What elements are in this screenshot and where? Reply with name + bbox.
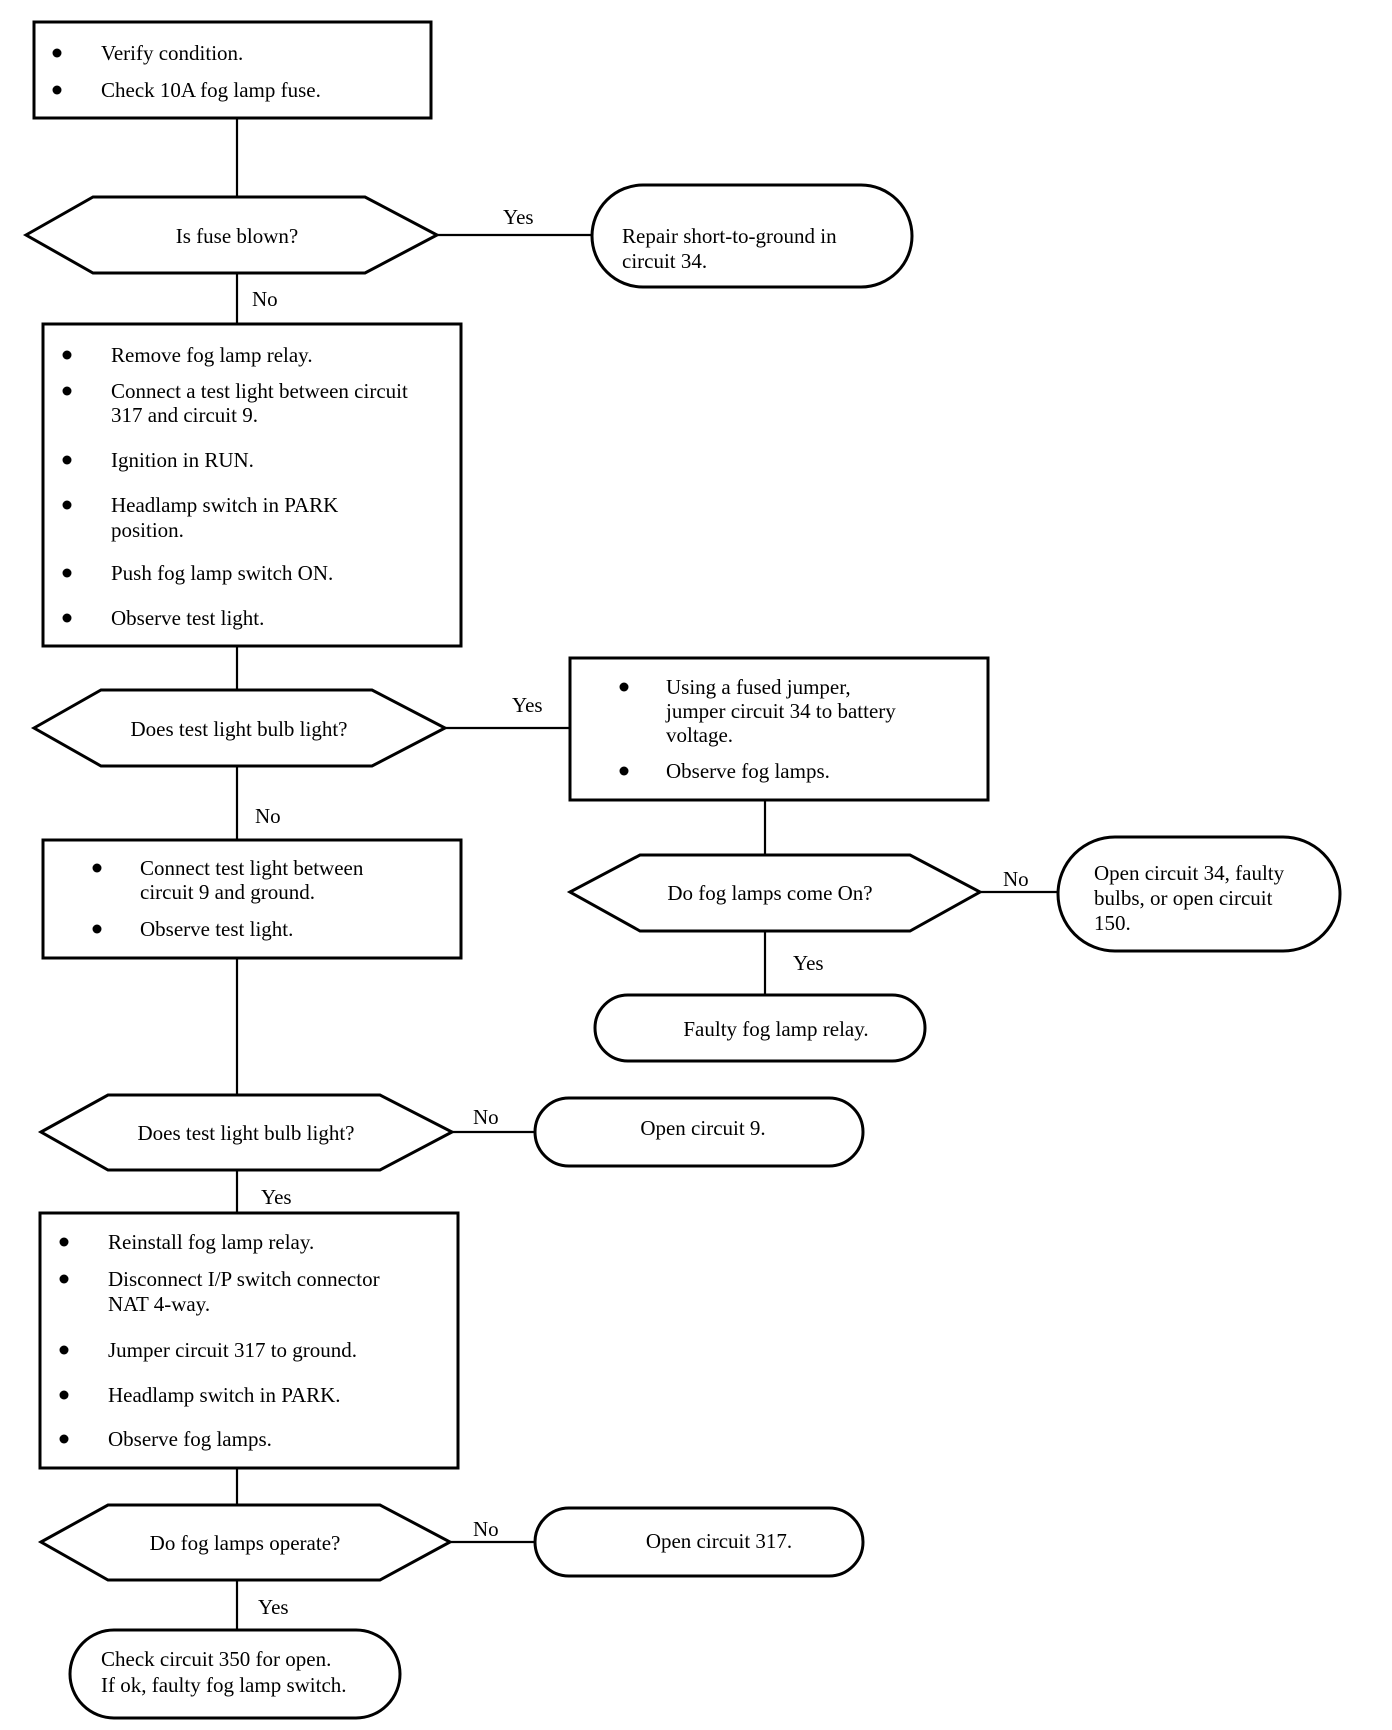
yes-label-lamps-on: Yes: [793, 951, 824, 975]
bullet-icon: [59, 1274, 69, 1284]
result-text: circuit 34.: [622, 249, 707, 273]
step-text: Jumper circuit 317 to ground.: [108, 1338, 357, 1362]
branch-labels: Yes No Yes No No Yes No Yes No Yes: [252, 205, 1029, 1619]
step-text: Connect a test light between circuit: [111, 379, 408, 403]
step-box-reinstall: Reinstall fog lamp relay. Disconnect I/P…: [38, 1211, 460, 1470]
decision-lamps-operate: Do fog lamps operate?: [37, 1503, 454, 1582]
bullet-icon: [62, 500, 72, 510]
result-text: Open circuit 317.: [646, 1529, 792, 1553]
decision-text: Does test light bulb light?: [131, 717, 348, 741]
step-text: Using a fused jumper,: [666, 675, 851, 699]
result-faulty-relay: Faulty fog lamp relay.: [593, 993, 927, 1063]
decision-bulb-light-2: Does test light bulb light?: [37, 1093, 456, 1172]
step-text: circuit 9 and ground.: [140, 880, 315, 904]
step-text: Disconnect I/P switch connector: [108, 1267, 380, 1291]
bullet-icon: [59, 1345, 69, 1355]
bullet-icon: [59, 1237, 69, 1247]
no-label-operate: No: [473, 1517, 499, 1541]
bullet-icon: [62, 386, 72, 396]
step-text: position.: [111, 518, 184, 542]
yes-label-fuse: Yes: [503, 205, 534, 229]
step-text: Verify condition.: [101, 41, 243, 65]
bullet-icon: [62, 613, 72, 623]
no-label-bulb-2: No: [473, 1105, 499, 1129]
decision-lamps-come-on: Do fog lamps come On?: [566, 853, 984, 933]
result-text: If ok, faulty fog lamp switch.: [101, 1673, 347, 1697]
step-text: NAT 4-way.: [108, 1292, 210, 1316]
step-text: Connect test light between: [140, 856, 364, 880]
bullet-icon: [52, 48, 62, 58]
step-text: Observe test light.: [111, 606, 264, 630]
step-text: Reinstall fog lamp relay.: [108, 1230, 314, 1254]
no-label-lamps-on: No: [1003, 867, 1029, 891]
no-label-fuse: No: [252, 287, 278, 311]
step-box-relay-test: Remove fog lamp relay. Connect a test li…: [41, 322, 463, 648]
step-box-verify: Verify condition. Check 10A fog lamp fus…: [32, 20, 433, 120]
decision-text: Is fuse blown?: [176, 224, 298, 248]
result-open-circuit-317: Open circuit 317.: [533, 1506, 865, 1578]
bullet-icon: [62, 350, 72, 360]
yes-label-bulb-2: Yes: [261, 1185, 292, 1209]
result-text: Open circuit 34, faulty: [1094, 861, 1285, 885]
bullet-icon: [62, 568, 72, 578]
result-repair-short: Repair short-to-ground in circuit 34.: [590, 183, 914, 289]
bullet-icon: [59, 1434, 69, 1444]
step-text: Observe fog lamps.: [666, 759, 830, 783]
step-text: 317 and circuit 9.: [111, 403, 258, 427]
step-text: Remove fog lamp relay.: [111, 343, 313, 367]
result-open-circuit-9: Open circuit 9.: [533, 1096, 865, 1168]
bullet-icon: [619, 682, 629, 692]
step-box-ground-test: Connect test light between circuit 9 and…: [41, 838, 463, 960]
result-text: 150.: [1094, 911, 1131, 935]
bullet-icon: [62, 455, 72, 465]
bullet-icon: [59, 1390, 69, 1400]
decision-text: Does test light bulb light?: [138, 1121, 355, 1145]
bullet-icon: [92, 924, 102, 934]
step-text: jumper circuit 34 to battery: [665, 699, 896, 723]
result-check-circuit-350: Check circuit 350 for open. If ok, fault…: [68, 1628, 402, 1720]
yes-label-bulb-1: Yes: [512, 693, 543, 717]
step-text: voltage.: [666, 723, 733, 747]
result-text: bulbs, or open circuit: [1094, 886, 1273, 910]
connector-lines: [235, 118, 1058, 1630]
decision-text: Do fog lamps operate?: [150, 1531, 341, 1555]
step-text: Ignition in RUN.: [111, 448, 254, 472]
result-text: Check circuit 350 for open.: [101, 1647, 331, 1671]
no-label-bulb-1: No: [255, 804, 281, 828]
decision-text: Do fog lamps come On?: [667, 881, 872, 905]
yes-label-operate: Yes: [258, 1595, 289, 1619]
result-text: Open circuit 9.: [640, 1116, 765, 1140]
decision-bulb-light-1: Does test light bulb light?: [30, 688, 449, 768]
step-text: Observe fog lamps.: [108, 1427, 272, 1451]
step-text: Push fog lamp switch ON.: [111, 561, 333, 585]
bullet-icon: [52, 85, 62, 95]
bullet-icon: [619, 766, 629, 776]
step-text: Check 10A fog lamp fuse.: [101, 78, 321, 102]
step-text: Headlamp switch in PARK: [111, 493, 338, 517]
bullet-icon: [92, 863, 102, 873]
decision-fuse-blown: Is fuse blown?: [22, 195, 441, 275]
result-text: Faulty fog lamp relay.: [683, 1017, 868, 1041]
step-text: Headlamp switch in PARK.: [108, 1383, 341, 1407]
result-text: Repair short-to-ground in: [622, 224, 837, 248]
step-box-jumper: Using a fused jumper, jumper circuit 34 …: [568, 656, 990, 802]
result-open-circuit-34: Open circuit 34, faulty bulbs, or open c…: [1056, 835, 1342, 953]
step-text: Observe test light.: [140, 917, 293, 941]
